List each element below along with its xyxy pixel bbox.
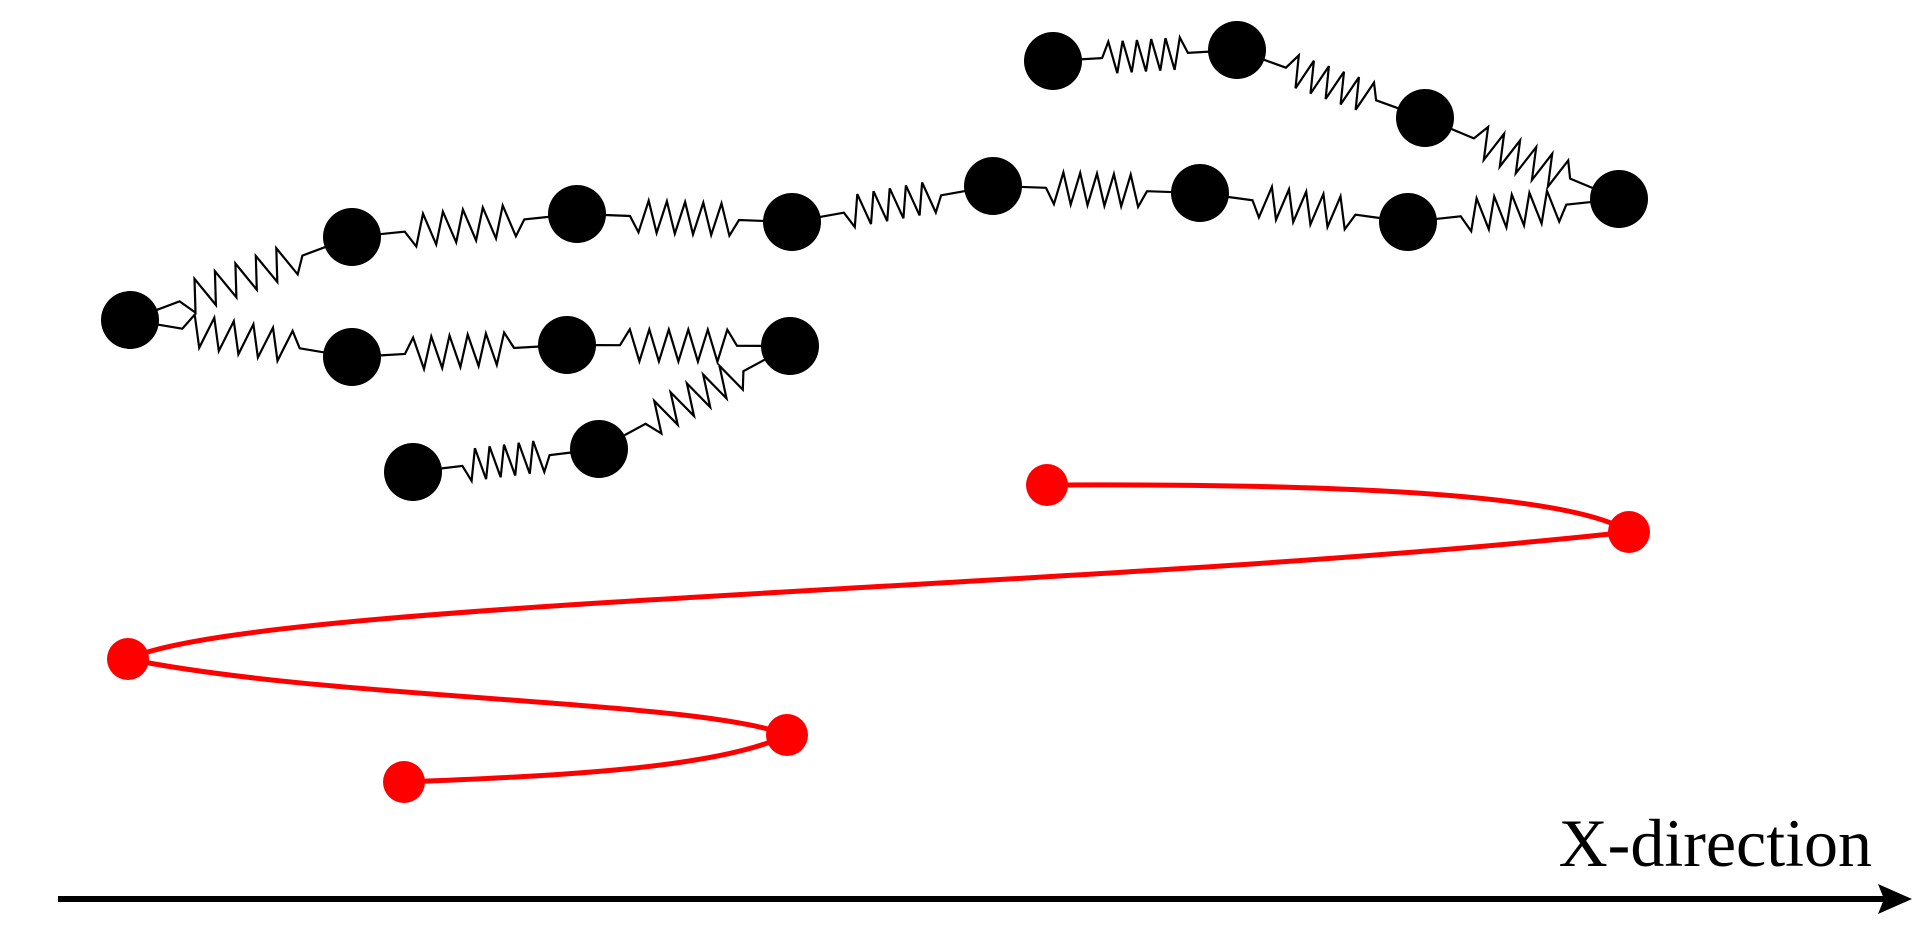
spring-6 — [153, 244, 329, 315]
x-axis: X-direction — [58, 805, 1912, 914]
red-node-1 — [383, 761, 425, 803]
coarse-grained-chain — [107, 464, 1650, 803]
spring-14 — [1260, 52, 1402, 111]
bead-4 — [538, 316, 596, 374]
bead-6 — [101, 291, 159, 349]
x-axis-arrowhead-icon — [1878, 884, 1912, 914]
spring-8 — [601, 196, 768, 240]
bead-5 — [323, 328, 381, 386]
spring-3 — [591, 325, 766, 366]
bead-9 — [763, 193, 821, 251]
bead-1 — [384, 443, 442, 501]
bead-12 — [1379, 193, 1437, 251]
bead-3 — [761, 317, 819, 375]
red-node-2 — [766, 714, 808, 756]
bead-8 — [548, 185, 606, 243]
red-segment-3 — [126, 529, 1630, 662]
red-node-3 — [107, 638, 149, 680]
spring-7 — [376, 201, 553, 250]
spring-1 — [437, 440, 575, 485]
spring-5 — [154, 312, 328, 365]
spring-13 — [1447, 124, 1597, 191]
bead-16 — [1024, 32, 1082, 90]
red-segment-2 — [127, 656, 788, 738]
bead-layer — [101, 21, 1648, 501]
spring-11 — [1224, 182, 1384, 233]
bead-11 — [1171, 164, 1229, 222]
bead-15 — [1208, 21, 1266, 79]
spring-2 — [620, 356, 769, 439]
x-axis-label: X-direction — [1559, 805, 1872, 881]
red-node-4 — [1608, 511, 1650, 553]
bead-7 — [323, 208, 381, 266]
spring-15 — [1077, 33, 1213, 74]
spring-layer — [153, 33, 1597, 485]
spring-12 — [1432, 186, 1595, 235]
bead-2 — [570, 420, 628, 478]
red-segment-1 — [403, 732, 789, 785]
bead-13 — [1590, 170, 1648, 228]
spring-10 — [1017, 168, 1176, 211]
red-segment-4 — [1046, 482, 1631, 535]
bead-14 — [1396, 89, 1454, 147]
spring-4 — [376, 329, 543, 374]
spring-9 — [816, 182, 969, 230]
bead-10 — [964, 157, 1022, 215]
red-node-5 — [1026, 464, 1068, 506]
